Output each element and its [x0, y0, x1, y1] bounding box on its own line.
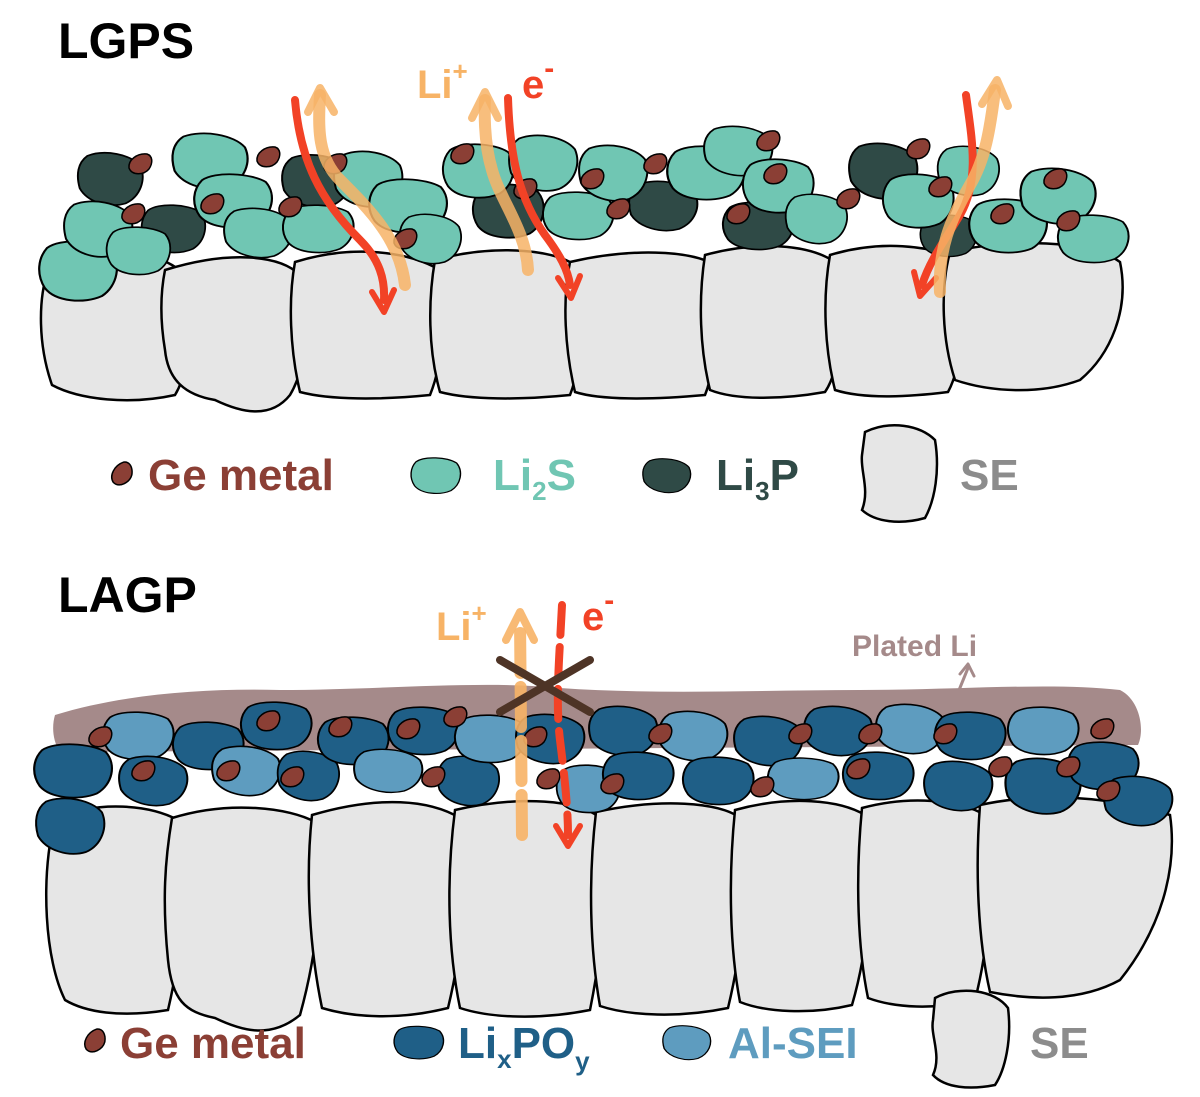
legend-lixpoy-label: LixPOy [458, 1019, 590, 1076]
lagp-electron-label: e- [582, 584, 614, 639]
ge-particle [643, 153, 668, 175]
ge-particle [278, 196, 303, 218]
legend-li3p-icon [642, 458, 692, 494]
electron-arrowhead [369, 287, 397, 315]
li-ion-arrowhead [978, 76, 1012, 110]
legend-ge-label: Ge metal [148, 451, 334, 500]
alsei-particle [353, 748, 424, 794]
li-ion-arrow [478, 94, 534, 276]
se-particle [163, 806, 321, 1032]
ge-particle [256, 146, 281, 168]
lgps-title: LGPS [58, 13, 194, 69]
electron-arrowhead [555, 273, 583, 301]
legend-se-label: SE [960, 451, 1019, 500]
li-ion-arrow [313, 89, 411, 291]
legend-li2s-icon [410, 457, 462, 495]
plated-li-pointer-head [958, 662, 976, 678]
legend-se-icon [860, 424, 939, 523]
li-ion-arrowhead [502, 608, 538, 644]
lgps-legend: Ge metal Li2S Li3P SE [106, 424, 1019, 523]
ge-particle [906, 138, 931, 160]
plated-li-pointer [953, 666, 970, 702]
legend-ge-label: Ge metal [120, 1019, 306, 1068]
electron-arrow [553, 601, 572, 839]
ge-particle [128, 153, 153, 175]
lagp-arrows [496, 601, 976, 849]
legend-ge-icon [106, 459, 138, 489]
se-particle [160, 256, 308, 413]
se-particle [942, 241, 1124, 392]
li-ion-arrowhead [468, 88, 502, 122]
electron-arrow [504, 94, 574, 289]
alsei-particle [1006, 706, 1080, 756]
se-particle [429, 249, 582, 400]
lagp-se-layer [45, 796, 1174, 1032]
legend-se-icon [931, 989, 1011, 1089]
lixpoy-particle [35, 797, 106, 855]
ge-particle [1056, 756, 1081, 778]
alsei-particle [766, 756, 840, 801]
block-cross-icon [496, 656, 594, 716]
se-particle [45, 805, 186, 1015]
li-ion-arrowhead [304, 84, 338, 116]
alsei-particle [101, 711, 175, 761]
lgps-li-ion-label: Li+ [417, 56, 468, 107]
se-particle [699, 244, 842, 400]
li-ion-arrow [933, 84, 1001, 298]
se-particle [589, 802, 746, 1016]
legend-alsei-icon [662, 1025, 712, 1061]
ge-particle [836, 188, 861, 210]
lixpoy-particle [923, 760, 994, 812]
legend-li3p-label: Li3P [716, 451, 799, 506]
electron-arrowhead [911, 269, 939, 299]
lagp-panel: LAGP [33, 567, 1174, 1089]
lixpoy-particle [436, 755, 500, 807]
legend-li2s-label: Li2S [493, 451, 576, 506]
ge-particle [988, 756, 1013, 778]
legend-ge-icon [79, 1026, 111, 1056]
plated-li-label: Plated Li [852, 630, 977, 663]
lgps-electron-label: e- [522, 52, 554, 107]
legend-alsei-label: Al-SEI [728, 1019, 858, 1068]
li-ion-arrow [514, 614, 528, 841]
se-particle [289, 250, 446, 400]
lgps-arrows [291, 76, 1012, 315]
electron-arrow [291, 96, 389, 304]
legend-se-label: SE [1030, 1019, 1089, 1068]
se-particle [976, 796, 1174, 999]
electron-arrowhead [553, 823, 583, 849]
li2s-particle [105, 226, 172, 276]
lagp-li-ion-label: Li+ [436, 598, 487, 649]
alsei-particle [875, 703, 946, 755]
se-particle [856, 799, 991, 1008]
se-particle [729, 799, 871, 1013]
lixpoy-particle [681, 756, 755, 806]
lagp-legend: Ge metal LixPOy Al-SEI SE [79, 989, 1089, 1089]
ge-particle [421, 766, 446, 788]
lagp-title: LAGP [58, 567, 197, 623]
ge-particle [121, 203, 146, 225]
se-particle [307, 800, 466, 1018]
lixpoy-particle [33, 743, 114, 799]
lgps-panel: LGPS [38, 13, 1130, 523]
lgps-se-layer [39, 241, 1124, 413]
legend-lixpoy-icon [393, 1025, 445, 1060]
se-particle [564, 251, 719, 400]
lixpoy-particle [588, 705, 659, 757]
ge-particle [536, 768, 561, 790]
